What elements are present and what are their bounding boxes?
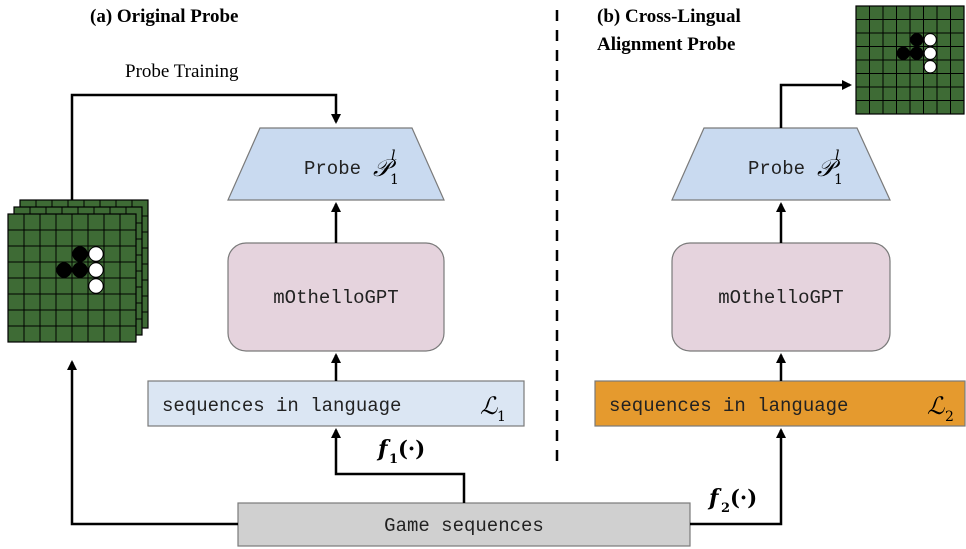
f2-name: f	[707, 485, 722, 511]
probe-right: Probe 𝒫 1 l	[671, 127, 891, 201]
probe-right-label: Probe	[748, 158, 805, 180]
black-stone	[72, 246, 88, 262]
sequence-l2-symbol: ℒ	[927, 392, 945, 420]
black-stone	[910, 33, 924, 47]
white-stone	[88, 262, 104, 278]
sequence-l1-subscript: 1	[497, 409, 506, 425]
f2-argument: (·)	[730, 485, 757, 510]
f1-label: f 1 (·)	[376, 436, 425, 467]
white-stone	[88, 278, 104, 294]
sequence-l1-symbol: ℒ	[480, 392, 498, 420]
probe-training-arrow	[70, 93, 341, 210]
probe-left: Probe 𝒫 1 l	[227, 127, 445, 201]
game-sequences-label: Game sequences	[384, 515, 544, 537]
model-right-label: mOthelloGPT	[718, 287, 843, 309]
black-stone	[896, 46, 910, 60]
white-stone	[923, 33, 937, 47]
probe-left-label: Probe	[304, 158, 361, 180]
predicted-board	[855, 5, 965, 115]
white-stone	[88, 246, 104, 262]
sequence-box-l2: sequences in language ℒ 2	[594, 380, 966, 427]
f1-name: f	[376, 436, 391, 462]
probe-left-subscript: 1	[390, 172, 399, 188]
model-left: mOthelloGPT	[227, 242, 445, 352]
f2-label: f 2 (·)	[707, 485, 757, 516]
sequence-l1-label: sequences in language	[162, 395, 401, 417]
black-stone	[56, 262, 72, 278]
probe-right-subscript: 1	[834, 172, 843, 188]
arrow-probe-to-board	[779, 80, 852, 128]
white-stone	[923, 60, 937, 74]
probe-right-superscript: l	[835, 148, 839, 164]
black-stone	[72, 262, 88, 278]
left-panel-title: (a) Original Probe	[90, 6, 238, 27]
probe-left-superscript: l	[391, 148, 395, 164]
model-right: mOthelloGPT	[671, 242, 891, 352]
sequence-box-l1: sequences in language ℒ 1	[147, 380, 525, 427]
sequence-l2-label: sequences in language	[609, 395, 848, 417]
right-panel-title-line2: Alignment Probe	[597, 34, 735, 55]
right-panel-title-line1: (b) Cross-Lingual	[597, 6, 741, 27]
game-sequences-box: Game sequences	[237, 502, 691, 547]
probe-training-label: Probe Training	[125, 61, 239, 82]
training-boards-stack	[7, 199, 149, 343]
arrow-f2	[690, 428, 786, 526]
white-stone	[923, 46, 937, 60]
sequence-l2-subscript: 2	[945, 409, 954, 425]
model-left-label: mOthelloGPT	[273, 287, 398, 309]
arrow-game-to-boards	[67, 360, 238, 526]
black-stone	[910, 46, 924, 60]
arrow-f1	[331, 428, 466, 503]
f1-argument: (·)	[398, 436, 425, 461]
f1-subscript: 1	[389, 452, 398, 467]
f2-subscript: 2	[721, 501, 730, 516]
